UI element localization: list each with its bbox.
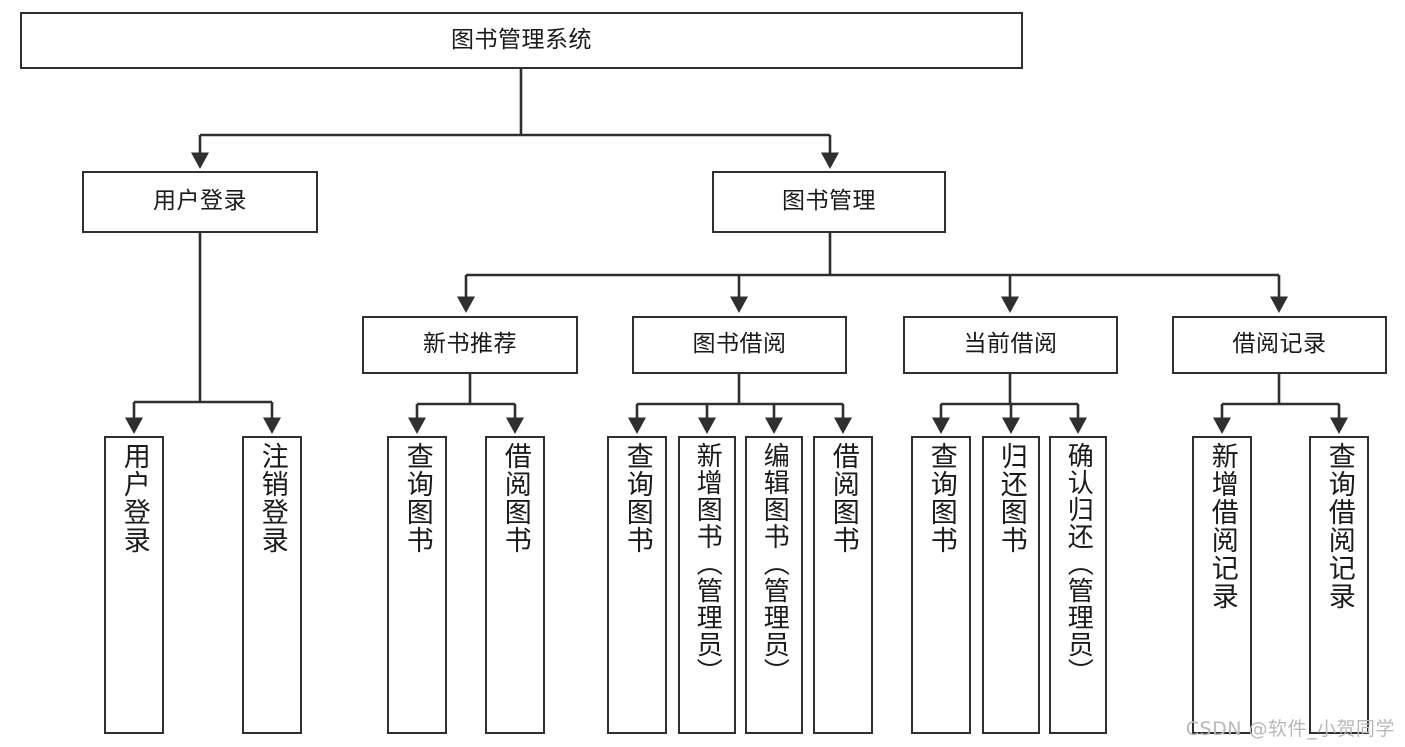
node-leaf-logout-label: 注销登录 xyxy=(256,442,288,554)
node-current-borrow-label: 当前借阅 xyxy=(963,331,1058,358)
node-leaf-edit-book-label: 编辑图书（管理员） xyxy=(759,442,790,685)
node-book-manage[interactable]: 图书管理 xyxy=(712,171,946,233)
node-leaf-user-login-label: 用户登录 xyxy=(118,442,150,554)
node-leaf-query-book-borrow-label: 查询图书 xyxy=(621,442,653,554)
node-leaf-borrow-book-rec-label: 借阅图书 xyxy=(499,442,531,554)
node-leaf-add-borrow-record[interactable]: 新增借阅记录 xyxy=(1192,436,1252,734)
csdn-watermark: CSDN @软件_小贺同学 xyxy=(1185,718,1395,740)
node-leaf-edit-book[interactable]: 编辑图书（管理员） xyxy=(745,436,803,734)
node-book-borrow-label: 图书借阅 xyxy=(692,331,787,358)
node-user-login[interactable]: 用户登录 xyxy=(82,171,318,233)
node-leaf-return-book-label: 归还图书 xyxy=(995,442,1027,554)
node-leaf-add-book[interactable]: 新增图书（管理员） xyxy=(678,436,736,734)
node-borrow-record[interactable]: 借阅记录 xyxy=(1172,316,1387,374)
node-leaf-query-borrow-record[interactable]: 查询借阅记录 xyxy=(1309,436,1369,734)
node-leaf-borrow-book-label: 借阅图书 xyxy=(827,442,859,554)
node-root-label: 图书管理系统 xyxy=(451,26,592,53)
node-leaf-return-book[interactable]: 归还图书 xyxy=(982,436,1040,734)
node-leaf-add-borrow-record-label: 新增借阅记录 xyxy=(1206,442,1238,610)
node-leaf-borrow-book[interactable]: 借阅图书 xyxy=(813,436,873,734)
node-user-login-label: 用户登录 xyxy=(153,188,247,215)
node-leaf-query-book-current-label: 查询图书 xyxy=(925,442,957,554)
node-current-borrow[interactable]: 当前借阅 xyxy=(903,316,1118,374)
node-leaf-user-login[interactable]: 用户登录 xyxy=(104,436,164,734)
node-book-manage-label: 图书管理 xyxy=(782,188,876,215)
node-new-book-rec[interactable]: 新书推荐 xyxy=(362,316,578,374)
node-leaf-query-book-current[interactable]: 查询图书 xyxy=(911,436,971,734)
node-new-book-rec-label: 新书推荐 xyxy=(423,331,517,358)
node-leaf-query-book-borrow[interactable]: 查询图书 xyxy=(607,436,667,734)
node-book-borrow[interactable]: 图书借阅 xyxy=(632,316,847,374)
node-leaf-add-book-label: 新增图书（管理员） xyxy=(692,442,723,685)
node-leaf-query-book-rec-label: 查询图书 xyxy=(401,442,433,554)
node-leaf-query-book-rec[interactable]: 查询图书 xyxy=(387,436,447,734)
node-root[interactable]: 图书管理系统 xyxy=(20,12,1023,69)
node-leaf-logout[interactable]: 注销登录 xyxy=(242,436,302,734)
node-leaf-query-borrow-record-label: 查询借阅记录 xyxy=(1323,442,1355,610)
node-leaf-confirm-return-label: 确认归还（管理员） xyxy=(1063,442,1094,685)
node-leaf-confirm-return[interactable]: 确认归还（管理员） xyxy=(1049,436,1107,734)
node-leaf-borrow-book-rec[interactable]: 借阅图书 xyxy=(485,436,545,734)
node-borrow-record-label: 借阅记录 xyxy=(1232,331,1327,358)
